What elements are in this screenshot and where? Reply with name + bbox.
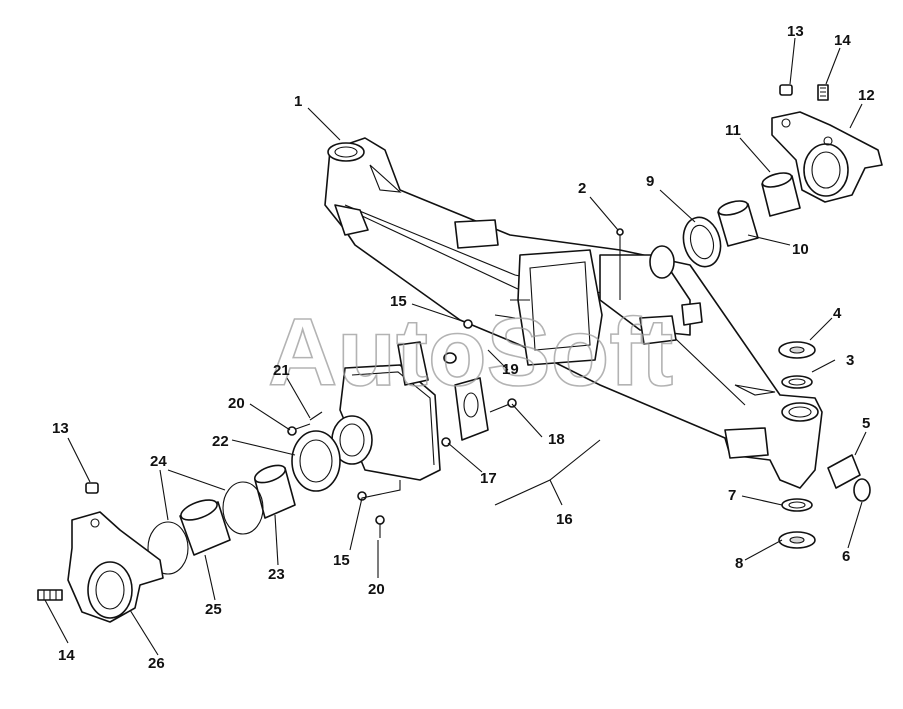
callout-25: 25	[205, 601, 222, 618]
callout-20-left: 20	[228, 395, 245, 412]
callout-21: 21	[273, 362, 290, 379]
callout-6: 6	[842, 548, 850, 565]
left-pivot-bracket	[37, 482, 164, 623]
callout-17: 17	[480, 470, 497, 487]
callout-1: 1	[294, 93, 302, 110]
breather-plug-head	[616, 228, 624, 236]
right-pivot-components	[682, 84, 883, 549]
callout-2: 2	[578, 180, 586, 197]
callout-22: 22	[212, 433, 229, 450]
callout-8: 8	[735, 555, 743, 572]
callout-10: 10	[792, 241, 809, 258]
callout-4: 4	[833, 305, 842, 322]
callout-20-bottom: 20	[368, 581, 385, 598]
front-cover-assembly	[147, 319, 517, 575]
callout-23: 23	[268, 566, 285, 583]
callout-3: 3	[846, 352, 854, 369]
callout-14-top: 14	[834, 32, 851, 49]
callout-16: 16	[556, 511, 573, 528]
callout-13-top: 13	[787, 23, 804, 40]
callout-18: 18	[548, 431, 565, 448]
callout-19: 19	[502, 361, 519, 378]
watermark-text: AutoSoft	[268, 299, 673, 406]
callout-26: 26	[148, 655, 165, 672]
axle-housing	[324, 137, 823, 489]
callout-9: 9	[646, 173, 654, 190]
callout-24: 24	[150, 453, 167, 470]
callout-7: 7	[728, 487, 736, 504]
callout-12: 12	[858, 87, 875, 104]
callout-15-top: 15	[390, 293, 407, 310]
callout-labels: 1 2 3 4 5 6 7 8 9 10 11 12 13 14 13 14 1…	[52, 23, 875, 672]
callout-11: 11	[725, 122, 741, 139]
callout-5: 5	[862, 415, 870, 432]
leader-lines	[44, 37, 867, 656]
callout-14-left: 14	[58, 647, 75, 664]
callout-13-left: 13	[52, 420, 69, 437]
callout-15-bottom: 15	[333, 552, 350, 569]
